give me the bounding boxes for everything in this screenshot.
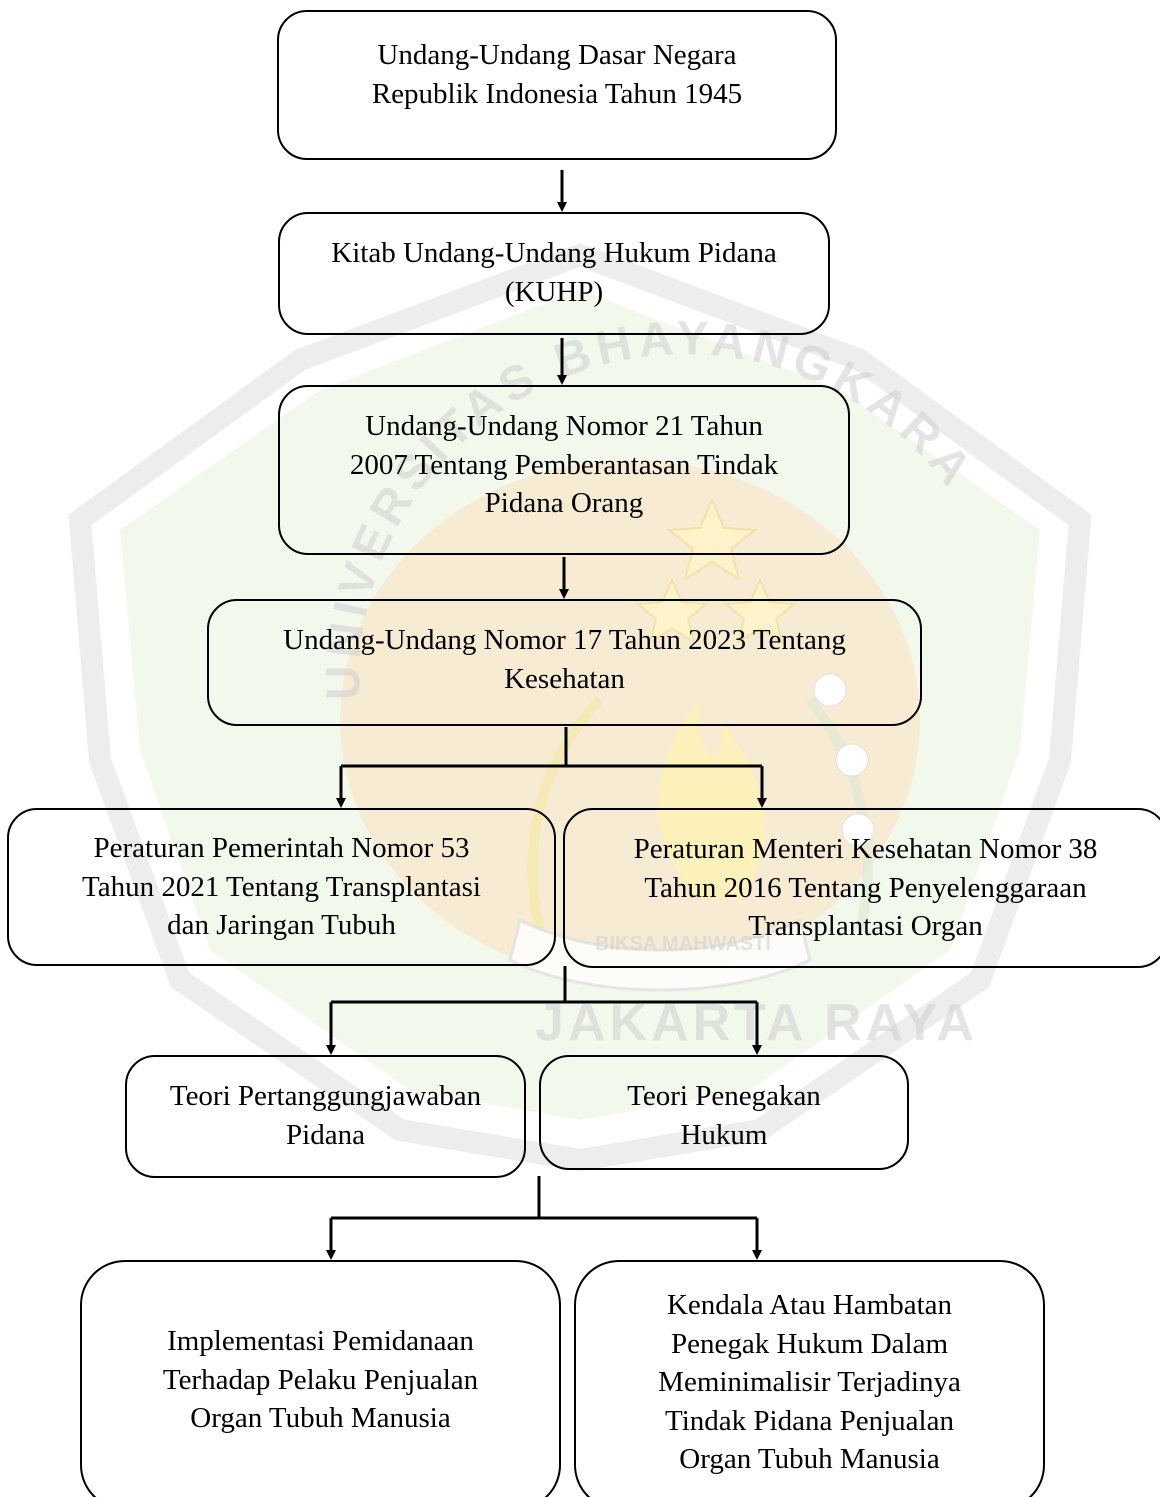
star-icon bbox=[666, 497, 758, 582]
cotton-branch-icon bbox=[806, 696, 873, 932]
cotton-icon bbox=[813, 673, 847, 707]
node-teori-penegakan: Teori Penegakan Hukum bbox=[539, 1055, 909, 1170]
node-kendala: Kendala Atau Hambatan Penegak Hukum Dala… bbox=[574, 1260, 1045, 1497]
node-permenkes-38-2016: Peraturan Menteri Kesehatan Nomor 38 Tah… bbox=[563, 808, 1160, 968]
cotton-icon bbox=[835, 743, 869, 777]
node-pp-53-2021-label: Peraturan Pemerintah Nomor 53 Tahun 2021… bbox=[82, 832, 481, 942]
watermark-bottom-text: JAKARTA RAYA bbox=[535, 994, 978, 1052]
star-icon bbox=[635, 577, 709, 645]
node-uud-1945-label: Undang-Undang Dasar Negara Republik Indo… bbox=[371, 39, 743, 110]
cotton-icon bbox=[841, 813, 875, 847]
node-permenkes-38-2016-label: Peraturan Menteri Kesehatan Nomor 38 Tah… bbox=[633, 833, 1098, 943]
node-uu-17-2023: Undang-Undang Nomor 17 Tahun 2023 Tentan… bbox=[207, 599, 922, 726]
seal-orange-center bbox=[340, 460, 920, 980]
ribbon-banner bbox=[508, 917, 812, 992]
node-kuhp: Kitab Undang-Undang Hukum Pidana (KUHP) bbox=[278, 212, 830, 335]
star-icon bbox=[723, 577, 797, 645]
node-implementasi: Implementasi Pemidanaan Terhadap Pelaku … bbox=[80, 1260, 561, 1497]
node-pp-53-2021: Peraturan Pemerintah Nomor 53 Tahun 2021… bbox=[7, 808, 556, 966]
node-teori-pertanggungjawaban-label: Teori Pertanggungjawaban Pidana bbox=[169, 1080, 482, 1151]
node-uu-21-2007-label: Undang-Undang Nomor 21 Tahun 2007 Tentan… bbox=[349, 410, 779, 520]
node-kuhp-label: Kitab Undang-Undang Hukum Pidana (KUHP) bbox=[331, 237, 777, 308]
node-uud-1945: Undang-Undang Dasar Negara Republik Indo… bbox=[277, 10, 837, 160]
watermark-ribbon-text: BIKSA MAHWASTI bbox=[595, 933, 771, 955]
seal-outline bbox=[68, 243, 1092, 1172]
node-uu-17-2023-label: Undang-Undang Nomor 17 Tahun 2023 Tentan… bbox=[283, 624, 846, 695]
node-uu-21-2007: Undang-Undang Nomor 21 Tahun 2007 Tentan… bbox=[278, 385, 850, 555]
node-kendala-label: Kendala Atau Hambatan Penegak Hukum Dala… bbox=[658, 1289, 961, 1476]
node-teori-penegakan-label: Teori Penegakan Hukum bbox=[627, 1080, 821, 1151]
node-implementasi-label: Implementasi Pemidanaan Terhadap Pelaku … bbox=[162, 1325, 479, 1435]
node-teori-pertanggungjawaban: Teori Pertanggungjawaban Pidana bbox=[125, 1055, 526, 1178]
flame-icon bbox=[658, 700, 765, 900]
